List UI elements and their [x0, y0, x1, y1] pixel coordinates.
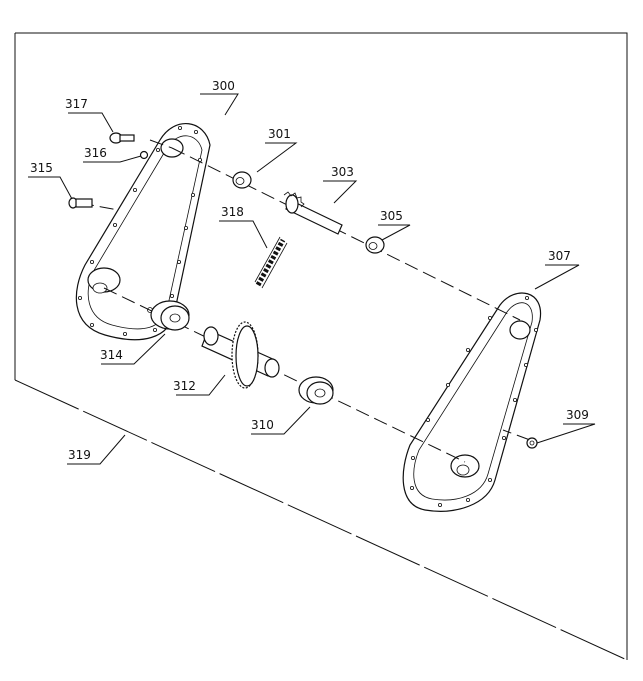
- callout-301: 301: [268, 127, 291, 141]
- right-cover-plate: [402, 292, 542, 512]
- callout-305: 305: [380, 209, 403, 223]
- callout-309: 309: [566, 408, 589, 422]
- part-317-bolt: [109, 132, 135, 144]
- callout-labels: 300 317 316 315 301 303 305 318 307 309 …: [30, 79, 589, 462]
- callout-leaders: [28, 93, 596, 465]
- left-cover-plate: [75, 123, 211, 341]
- callout-310: 310: [251, 418, 274, 432]
- callout-317: 317: [65, 97, 88, 111]
- callout-303: 303: [331, 165, 354, 179]
- callout-307: 307: [548, 249, 571, 263]
- part-318-chain: [254, 236, 288, 289]
- part-303-shaft: [283, 191, 343, 235]
- part-315-screw: [68, 197, 93, 209]
- part-301-bearing: [232, 171, 252, 189]
- callout-319: 319: [68, 448, 91, 462]
- part-310-bushing: [298, 376, 334, 405]
- frame-panel: [14, 32, 628, 661]
- callout-314: 314: [100, 348, 123, 362]
- part-309-nut: [526, 437, 538, 449]
- callout-312: 312: [173, 379, 196, 393]
- part-316-nut: [139, 150, 149, 160]
- callout-316: 316: [84, 146, 107, 160]
- callout-318: 318: [221, 205, 244, 219]
- callout-315: 315: [30, 161, 53, 175]
- callout-300: 300: [212, 79, 235, 93]
- part-305-bearing: [365, 236, 385, 254]
- part-312-sprocket: [201, 321, 280, 389]
- part-314-bushing: [150, 300, 190, 331]
